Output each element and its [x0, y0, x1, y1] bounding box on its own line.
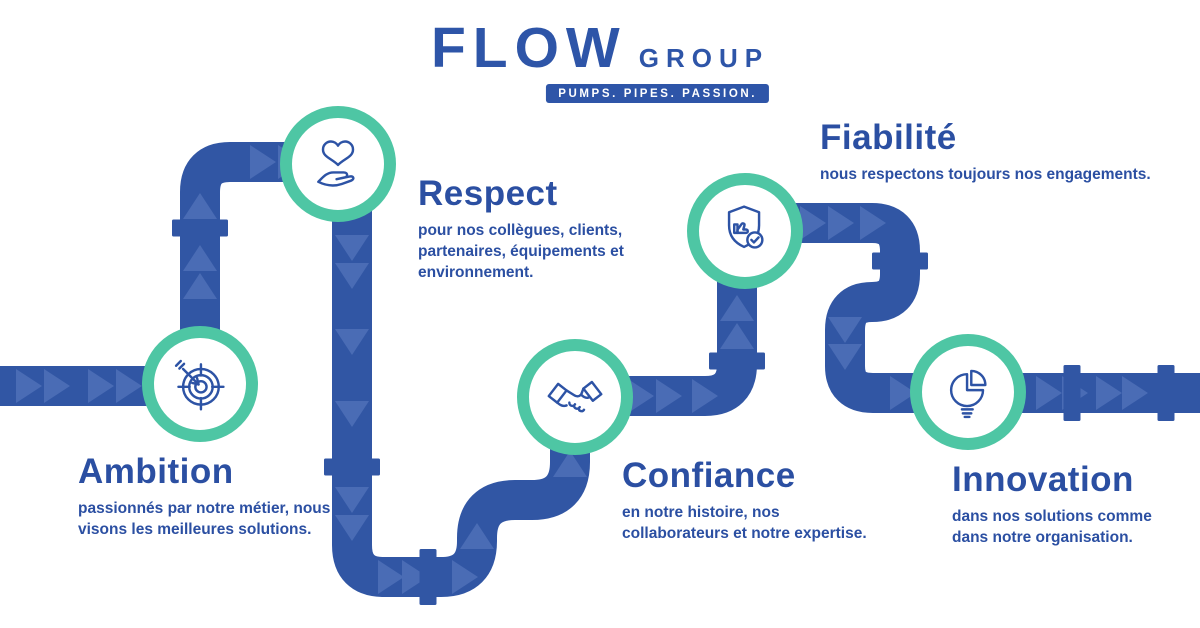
- flow-chevron: [44, 369, 70, 403]
- flow-chevron: [452, 560, 478, 594]
- flow-chevron: [828, 206, 854, 240]
- flow-chevron: [828, 317, 862, 343]
- target-arrow-icon: [174, 359, 225, 411]
- flow-chevron: [183, 193, 217, 219]
- pipe-flange: [1157, 365, 1175, 421]
- flow-chevron: [800, 206, 826, 240]
- flow-chevron: [828, 344, 862, 370]
- logo-brand-text: FLOW: [430, 16, 627, 80]
- flow-chevron: [16, 369, 42, 403]
- value-description-innovation: dans nos solutions comme dans notre orga…: [952, 508, 1152, 546]
- value-block-ambition: Ambition passionnés par notre métier, no…: [78, 452, 368, 541]
- flow-chevron: [1096, 376, 1122, 410]
- flow-chevron: [88, 369, 114, 403]
- pipe-chevrons: [16, 145, 1148, 594]
- pipe-flange: [709, 352, 765, 370]
- flow-chevron: [250, 145, 276, 179]
- value-circle-ambition: [142, 326, 258, 442]
- pipe-flange: [419, 549, 437, 605]
- value-block-fiabilite: Fiabilité nous respectons toujours nos e…: [820, 118, 1165, 186]
- value-description-confiance: en notre histoire, nos collaborateurs et…: [622, 504, 867, 542]
- pipe-flange: [1063, 365, 1081, 421]
- pipe-flange: [172, 219, 228, 237]
- flow-chevron: [335, 487, 369, 513]
- value-circle-fiabilite: [687, 173, 803, 289]
- flow-chevron: [553, 451, 587, 477]
- logo-suffix-text: GROUP: [638, 43, 770, 73]
- flow-chevron: [692, 379, 718, 413]
- flow-chevron: [720, 323, 754, 349]
- lightbulb-pie-icon: [949, 369, 987, 419]
- heart-in-hand-icon: [317, 140, 355, 187]
- handshake-icon: [547, 380, 603, 413]
- flow-chevron: [335, 329, 369, 355]
- shield-thumbsup-check-icon: [727, 205, 764, 249]
- logo-wordmark: FLOW GROUP: [431, 20, 769, 77]
- value-title-fiabilite: Fiabilité: [820, 118, 957, 157]
- flow-chevron: [116, 369, 142, 403]
- flow-chevron: [335, 263, 369, 289]
- value-circle-innovation: [910, 334, 1026, 450]
- flow-chevron: [335, 235, 369, 261]
- flow-chevron: [183, 273, 217, 299]
- flow-chevron: [335, 401, 369, 427]
- flow-chevron: [628, 379, 654, 413]
- value-circle-respect: [280, 106, 396, 222]
- value-title-confiance: Confiance: [622, 456, 796, 495]
- value-circle-confiance: [517, 339, 633, 455]
- logo-tagline-badge: PUMPS. PIPES. PASSION.: [546, 84, 770, 103]
- flow-group-logo: FLOW GROUP PUMPS. PIPES. PASSION.: [431, 20, 770, 103]
- flow-chevron: [1036, 376, 1062, 410]
- value-title-innovation: Innovation: [952, 460, 1134, 499]
- value-description-fiabilite: nous respectons toujours nos engagements…: [820, 166, 1151, 183]
- flow-chevron: [860, 206, 886, 240]
- value-title-ambition: Ambition: [78, 452, 234, 491]
- flow-chevron: [1122, 376, 1148, 410]
- flow-chevron: [656, 379, 682, 413]
- value-description-respect: pour nos collègues, clients, partenaires…: [418, 222, 624, 281]
- value-block-innovation: Innovation dans nos solutions comme dans…: [952, 460, 1167, 549]
- flow-chevron: [378, 560, 404, 594]
- flow-chevron: [402, 560, 428, 594]
- value-block-respect: Respect pour nos collègues, clients, par…: [418, 174, 643, 283]
- flow-chevron: [720, 295, 754, 321]
- flow-chevron: [335, 515, 369, 541]
- flow-chevron: [890, 376, 916, 410]
- flow-chevron: [183, 245, 217, 271]
- value-block-confiance: Confiance en notre histoire, nos collabo…: [622, 456, 877, 545]
- pipe-flanges: [172, 219, 1175, 605]
- value-description-ambition: passionnés par notre métier, nous visons…: [78, 500, 331, 538]
- value-title-respect: Respect: [418, 174, 558, 213]
- pipe-flange: [324, 458, 380, 476]
- flow-chevron: [460, 523, 494, 549]
- pipe-flange: [872, 252, 928, 270]
